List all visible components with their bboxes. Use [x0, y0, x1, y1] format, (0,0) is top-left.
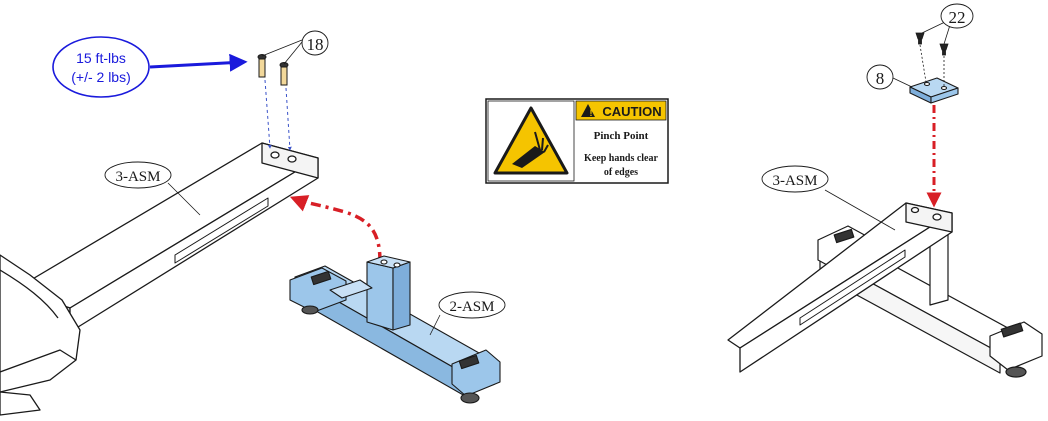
callout-3-asm-right-label: 3-ASM: [772, 173, 817, 189]
caution-header: CAUTION: [602, 104, 661, 119]
callout-2-asm: 2-ASM: [429, 291, 506, 336]
base-2-asm: [289, 255, 501, 404]
torque-tolerance: (+/- 2 lbs): [71, 69, 131, 85]
torque-callout: 15 ft-lbs (+/- 2 lbs): [52, 36, 248, 98]
callout-22: 22: [921, 3, 974, 45]
left-bolt-guides: [264, 79, 292, 151]
right-screws: [915, 32, 949, 56]
pinch-hazard-icon: [493, 106, 569, 175]
torque-value: 15 ft-lbs: [76, 50, 126, 66]
callout-3-asm-left: 3-ASM: [104, 161, 201, 216]
right-screw-guides: [919, 44, 945, 86]
caution-title: Pinch Point: [594, 130, 649, 142]
right-main-beam: [727, 202, 953, 373]
caution-line-2: of edges: [604, 167, 638, 178]
left-assembly-view: 18 15 ft-lbs (+/- 2 lbs) 3-ASM: [0, 30, 506, 416]
callout-2-asm-label: 2-ASM: [449, 299, 494, 315]
left-main-beam: [0, 142, 319, 416]
torque-arrow: [149, 53, 248, 72]
left-bolts: [257, 54, 289, 86]
callout-18-label: 18: [307, 35, 324, 54]
svg-text:!: !: [590, 108, 593, 118]
callout-3-asm-left-label: 3-ASM: [115, 169, 160, 185]
callout-8: 8: [866, 64, 913, 90]
right-assembly-view: 22 8 3-ASM: [727, 3, 1043, 378]
caution-label: ! CAUTION Pinch Point Keep hands clear o…: [485, 98, 669, 184]
callout-22-label: 22: [949, 8, 966, 27]
plate-8: [909, 77, 959, 104]
callout-18: 18: [261, 30, 329, 65]
callout-8-label: 8: [876, 69, 885, 88]
callout-3-asm-right: 3-ASM: [761, 165, 896, 231]
caution-line-1: Keep hands clear: [584, 153, 658, 164]
insertion-path: [289, 195, 382, 263]
